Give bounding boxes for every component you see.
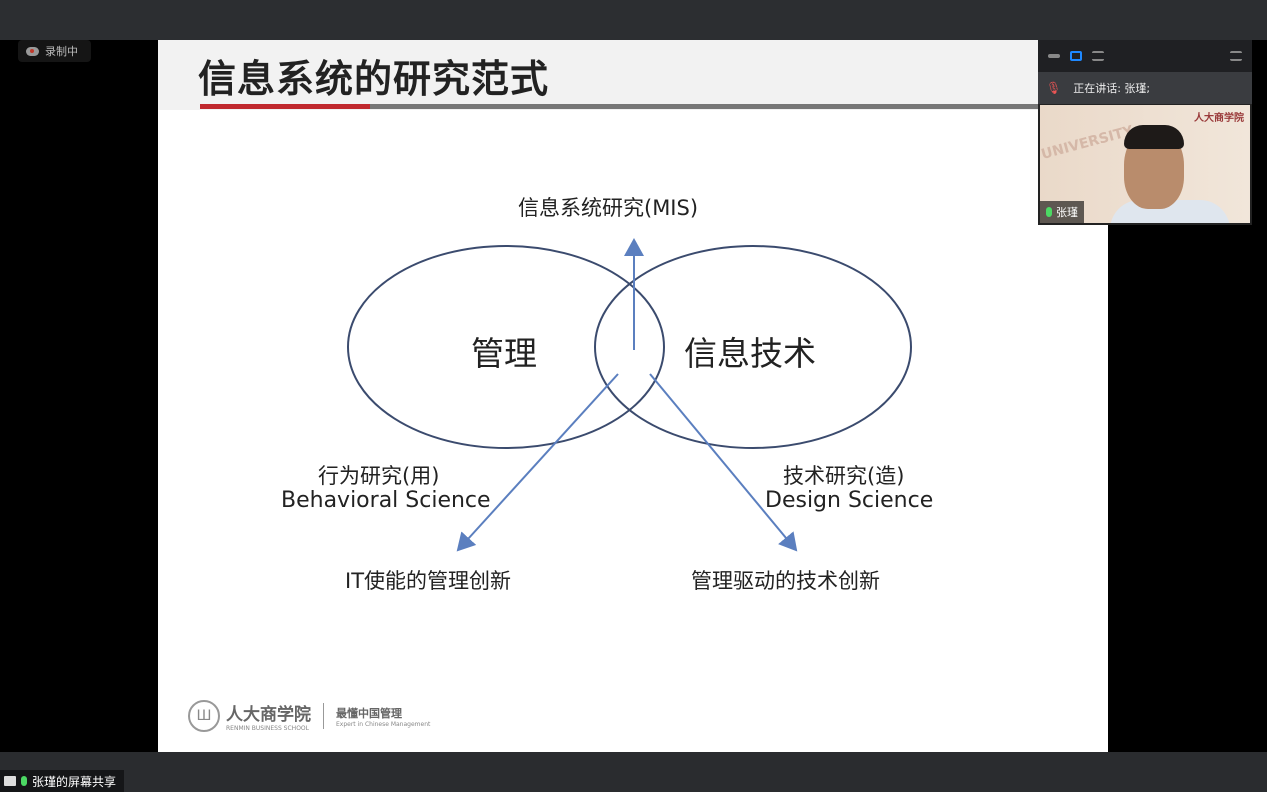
participant-namebar: 张瑾: [1040, 201, 1084, 223]
speaker-view-icon[interactable]: [1070, 51, 1082, 61]
cloud-record-icon: [26, 46, 39, 56]
recording-indicator[interactable]: 录制中: [18, 40, 91, 62]
it-label: 信息技术: [684, 334, 816, 373]
title-underline-gray: [370, 104, 1108, 109]
participant-video[interactable]: UNIVERSITY 人大商学院 张瑾: [1040, 105, 1250, 223]
video-watermark: UNIVERSITY: [1040, 123, 1135, 163]
participant-name: 张瑾: [1056, 206, 1078, 219]
management-label: 管理: [471, 334, 537, 373]
minimize-icon[interactable]: [1048, 54, 1060, 58]
school-logo: Ш 人大商学院 RENMIN BUSINESS SCHOOL 最懂中国管理 Ex…: [188, 700, 430, 732]
collapse-panel-icon[interactable]: [1230, 51, 1242, 61]
behavioral-en: Behavioral Science: [281, 488, 491, 513]
mic-muted-icon[interactable]: 🎙: [1046, 81, 1062, 95]
slide-title: 信息系统的研究范式: [198, 57, 550, 101]
school-seal-icon: Ш: [188, 700, 220, 732]
behavioral-cn: 行为研究(用): [318, 464, 440, 488]
speaking-bar: 🎙 正在讲话: 张瑾;: [1038, 72, 1252, 104]
shared-slide: 信息系统的研究范式 信息系统研究(MIS) 管理 信息技术 行为研究(用) Be…: [158, 40, 1108, 752]
mic-icon: [21, 776, 27, 786]
left-outcome: IT使能的管理创新: [345, 569, 512, 593]
it-circle: [594, 245, 912, 449]
speaking-label: 正在讲话: 张瑾;: [1073, 82, 1151, 95]
logo-cn: 人大商学院: [226, 705, 311, 725]
arrow-left: [456, 373, 619, 552]
logo-divider: [323, 703, 324, 729]
management-circle: [347, 245, 665, 449]
screen-share-indicator[interactable]: 张瑾的屏幕共享: [0, 770, 125, 792]
top-bar: [0, 0, 1267, 40]
right-outcome: 管理驱动的技术创新: [691, 569, 880, 593]
logo-slogan: 最懂中国管理: [336, 706, 402, 720]
screen-share-icon: [4, 776, 16, 786]
list-view-icon[interactable]: [1092, 51, 1104, 61]
design-cn: 技术研究(造): [783, 464, 905, 488]
bottom-bar: [0, 752, 1267, 792]
slide-header: [158, 40, 1108, 110]
arrow-right: [649, 373, 798, 552]
recording-label: 录制中: [45, 45, 78, 58]
logo-slogan-en: Expert in Chinese Management: [336, 720, 431, 728]
mis-label: 信息系统研究(MIS): [518, 196, 699, 220]
logo-en: RENMIN BUSINESS SCHOOL: [226, 725, 309, 732]
venn-diagram: [347, 238, 912, 552]
video-brand: 人大商学院: [1194, 113, 1244, 124]
person-hair: [1124, 125, 1184, 149]
panel-toolbar: [1038, 40, 1252, 72]
design-en: Design Science: [765, 488, 934, 513]
mic-active-icon: [1046, 207, 1052, 217]
share-label: 张瑾的屏幕共享: [32, 774, 117, 789]
title-underline-red: [200, 104, 370, 109]
video-panel: 🎙 正在讲话: 张瑾; UNIVERSITY 人大商学院 张瑾: [1038, 40, 1252, 225]
